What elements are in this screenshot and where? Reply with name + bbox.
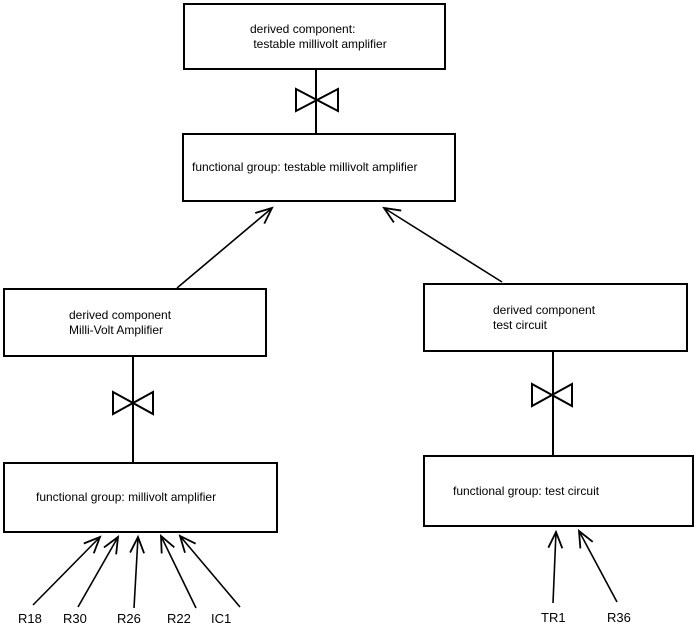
leaf-label-r36: R36 [607,610,631,625]
leaf-label-ic1: IC1 [211,611,232,626]
edge-rightderived-to-topfunctional [382,206,503,283]
edge-r26 [129,534,145,609]
node-functional-group-test-circuit: functional group: test circuit [423,455,694,527]
node-label-line: derived component [69,307,172,322]
edge-leftderived-to-topfunctional [176,206,274,289]
node-derived-component-test-circuit: derived component test circuit [423,283,688,352]
leaf-label-r30: R30 [63,611,87,626]
node-label: functional group: millivolt amplifier [36,490,217,504]
node-derived-component-testable-millivolt-amplifier: derived component: testable millivolt am… [183,3,446,70]
bowtie-icon [295,87,339,113]
bowtie-icon [112,390,154,416]
edge-r36 [577,529,618,603]
node-label-line: test circuit [493,317,548,332]
node-label-line: derived component: [250,21,356,36]
bowtie-icon [531,382,573,408]
leaf-label-tr1: TR1 [541,610,566,625]
leaf-label-r26: R26 [117,611,141,626]
node-functional-group-millivolt-amplifier: functional group: millivolt amplifier [3,462,278,533]
node-functional-group-testable-millivolt-amplifier: functional group: testable millivolt amp… [182,133,456,202]
edge-r30 [77,535,120,608]
edge-ic1 [178,534,241,608]
leaf-label-r22: R22 [167,611,191,626]
edge-r18 [32,535,102,606]
node-label-line: Milli-Volt Amplifier [69,322,164,337]
node-label: functional group: test circuit [453,483,600,498]
edge-r22 [160,533,197,609]
node-derived-component-milli-volt-amplifier: derived component Milli-Volt Amplifier [3,288,267,357]
node-label-line: testable millivolt amplifier [250,36,387,51]
edge-tr1 [547,529,564,604]
node-label-line: derived component [493,302,596,317]
leaf-label-r18: R18 [18,611,42,626]
node-label: functional group: testable millivolt amp… [192,160,418,174]
